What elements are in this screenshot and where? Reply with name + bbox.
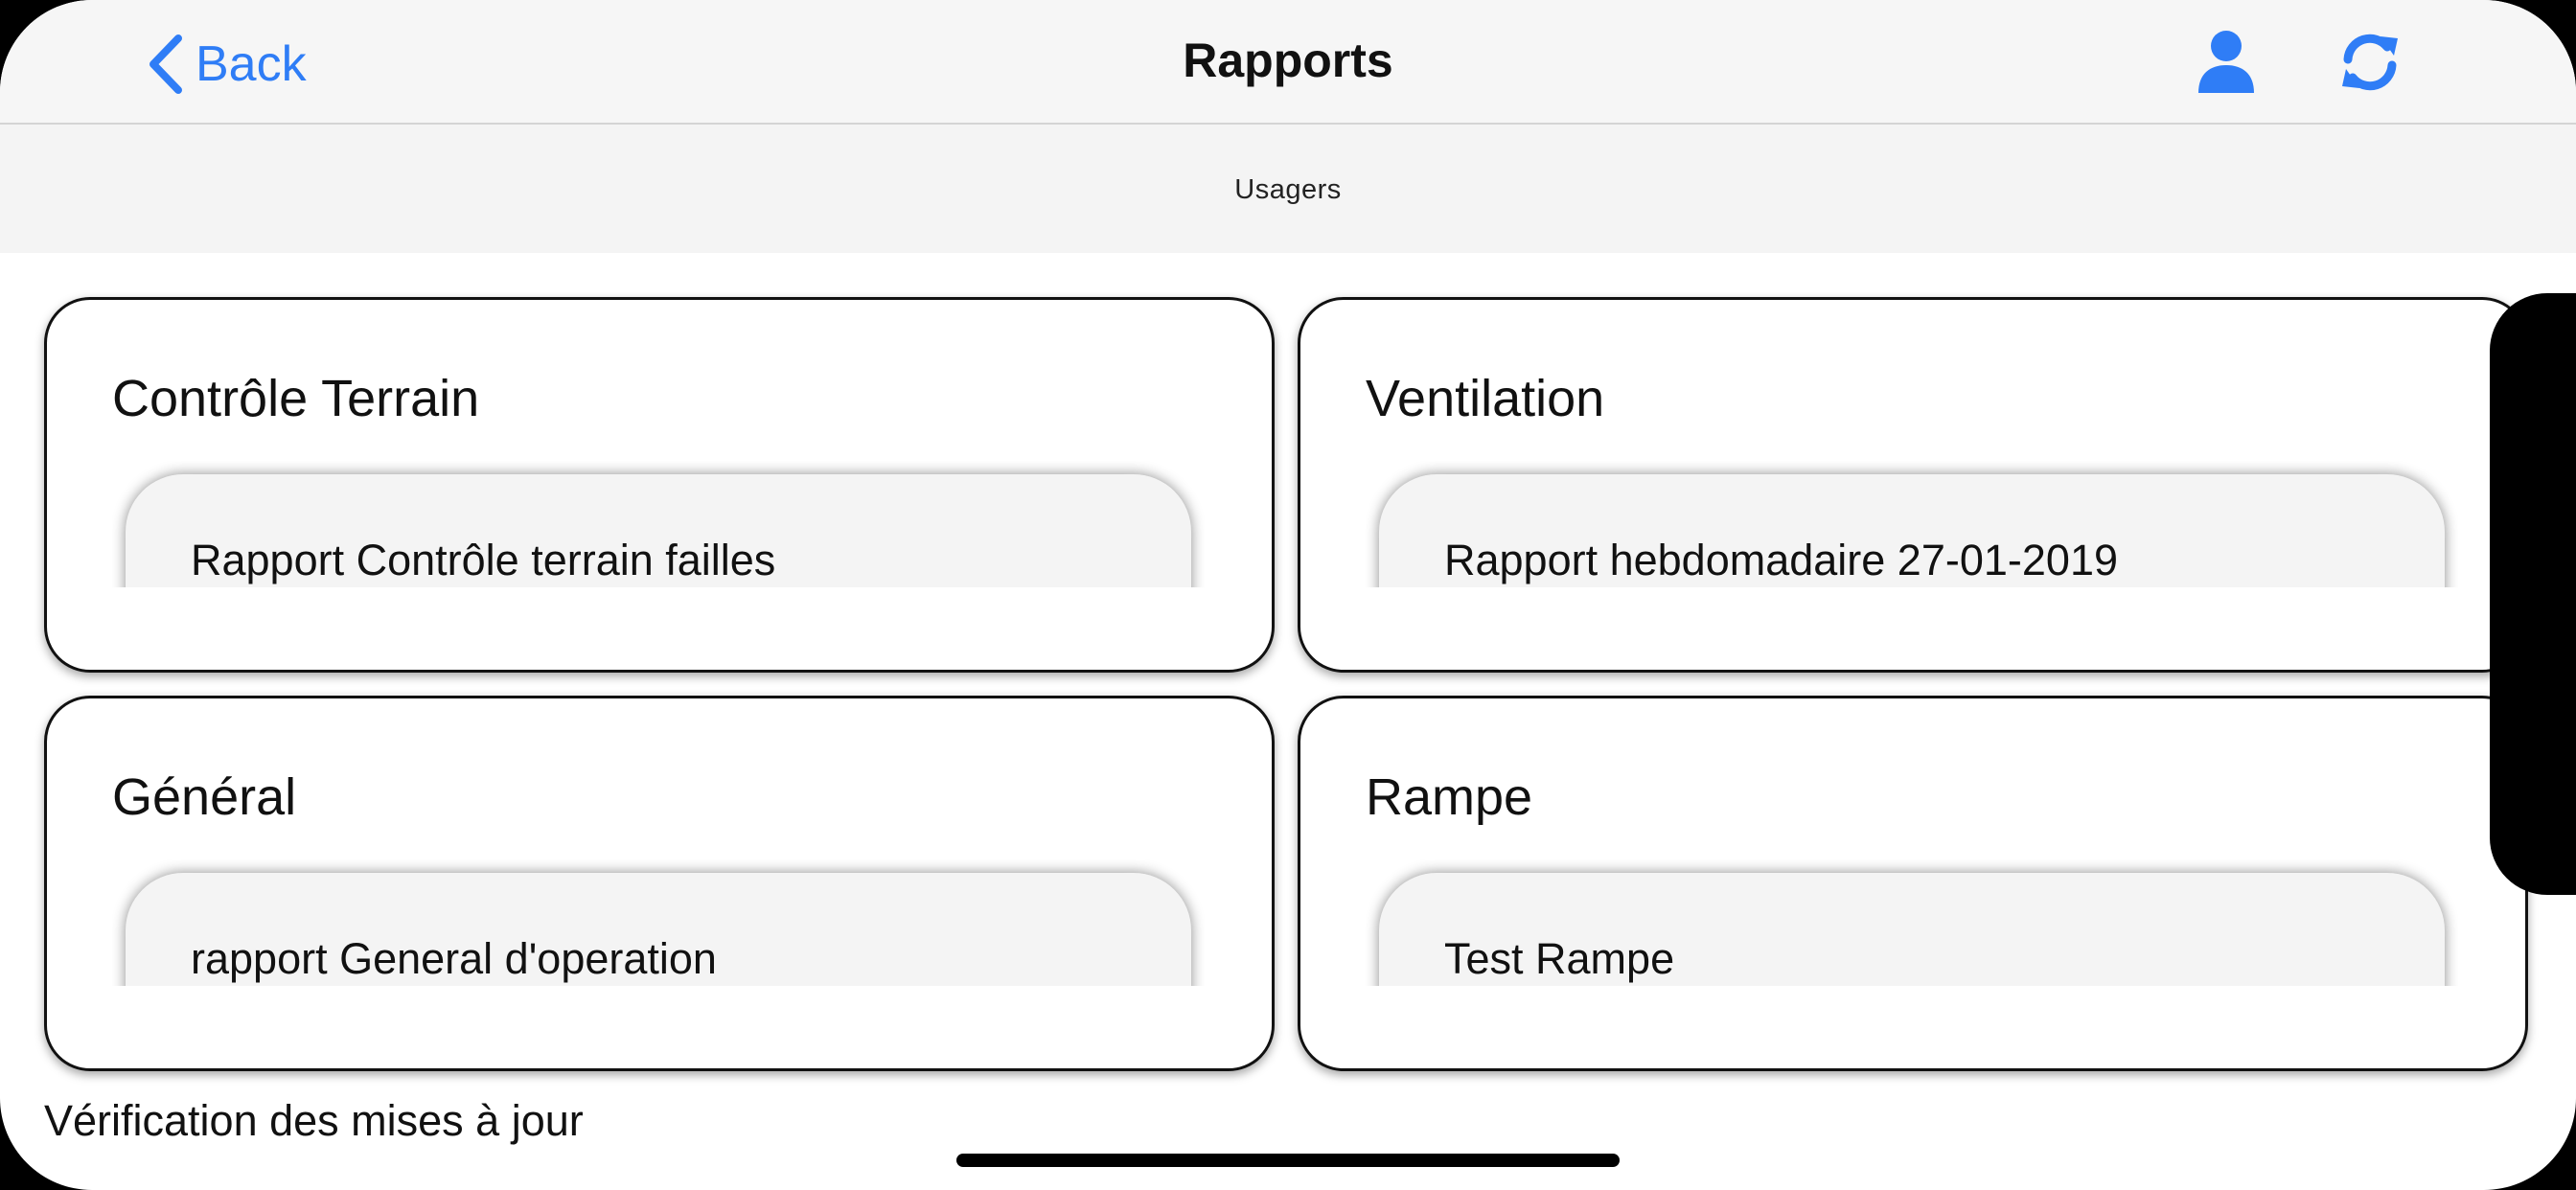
page-title: Rapports: [1183, 34, 1393, 87]
report-item[interactable]: Rapport Contrôle terrain failles: [126, 474, 1191, 587]
category-card-rampe: Rampe Test Rampe: [1298, 696, 2528, 1071]
device-notch: [2490, 293, 2576, 895]
user-icon: [2196, 30, 2256, 100]
report-label: Test Rampe: [1444, 934, 1675, 983]
report-list: Test Rampe: [1366, 859, 2458, 986]
user-button[interactable]: [2191, 29, 2262, 100]
navigation-bar: Back Rapports: [0, 0, 2576, 125]
refresh-button[interactable]: [2334, 29, 2405, 100]
card-title: Rampe: [1366, 768, 1533, 826]
card-title: Général: [112, 768, 297, 826]
segment-usagers[interactable]: Usagers: [1234, 174, 1342, 205]
report-label: Rapport hebdomadaire 27-01-2019: [1444, 536, 2118, 584]
report-item[interactable]: Rapport hebdomadaire 27-01-2019: [1379, 474, 2445, 587]
back-button[interactable]: Back: [146, 29, 307, 100]
segment-strip: Usagers: [0, 125, 2576, 253]
chevron-left-icon: [146, 34, 184, 94]
update-status-text: Vérification des mises à jour: [44, 1096, 584, 1145]
refresh-icon: [2336, 29, 2404, 101]
card-title: Ventilation: [1366, 370, 1605, 427]
report-label: rapport General d'operation: [191, 934, 717, 983]
report-item[interactable]: Test Rampe: [1379, 873, 2445, 986]
card-title: Contrôle Terrain: [112, 370, 480, 427]
report-list: Rapport Contrôle terrain failles: [112, 461, 1205, 587]
home-indicator[interactable]: [956, 1154, 1620, 1167]
report-list: rapport General d'operation: [112, 859, 1205, 986]
category-card-controle-terrain: Contrôle Terrain Rapport Contrôle terrai…: [44, 297, 1275, 673]
report-list: Rapport hebdomadaire 27-01-2019: [1366, 461, 2458, 587]
report-item[interactable]: rapport General d'operation: [126, 873, 1191, 986]
category-card-ventilation: Ventilation Rapport hebdomadaire 27-01-2…: [1298, 297, 2528, 673]
report-label: Rapport Contrôle terrain failles: [191, 536, 776, 584]
back-label: Back: [196, 36, 307, 92]
category-card-general: Général rapport General d'operation: [44, 696, 1275, 1071]
